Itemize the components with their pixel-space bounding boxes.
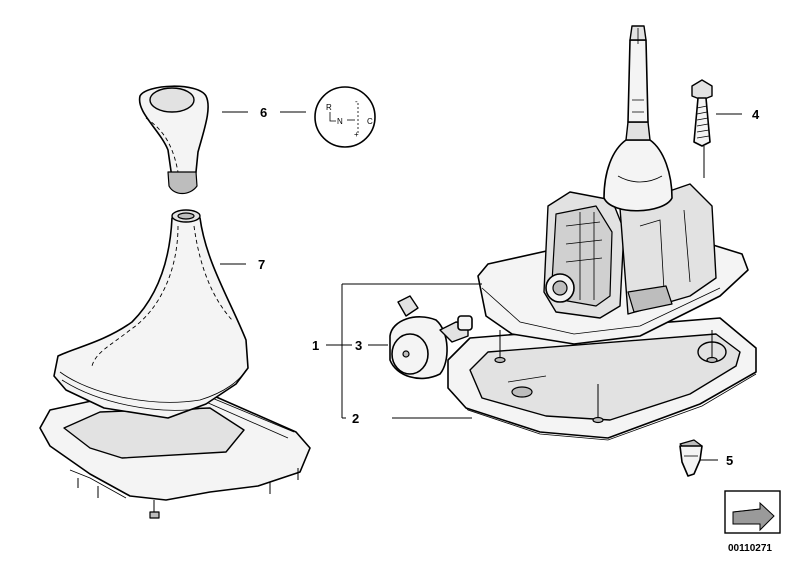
label-6: 6: [260, 105, 267, 120]
stud-c: [706, 330, 718, 364]
hex-bolt: [691, 79, 713, 147]
gaiter-frame: [39, 395, 311, 519]
reference-arrow-icon: [724, 490, 781, 534]
label-7: 7: [258, 257, 265, 272]
gear-boot: [53, 209, 249, 419]
callout-bracket: [326, 283, 482, 419]
label-3: 3: [355, 338, 362, 353]
selector-switch: [389, 295, 473, 380]
pattern-c: C: [367, 117, 373, 126]
shift-lever-assembly: [477, 25, 749, 345]
pattern-n: N: [337, 117, 343, 126]
pattern-minus: -: [355, 97, 358, 106]
stud-a: [494, 330, 506, 364]
label-4: 4: [752, 107, 760, 122]
base-plate: [447, 317, 757, 441]
stud-b: [592, 384, 604, 424]
gear-knob: [138, 85, 209, 195]
retaining-clip: [679, 439, 703, 477]
reference-number: 00110271: [728, 543, 772, 554]
shift-pattern-disc: R N - C +: [314, 86, 376, 148]
pattern-r: R: [326, 103, 332, 112]
label-5: 5: [726, 453, 733, 468]
label-2: 2: [352, 411, 359, 426]
label-1: 1: [312, 338, 319, 353]
pattern-plus: +: [354, 130, 359, 139]
